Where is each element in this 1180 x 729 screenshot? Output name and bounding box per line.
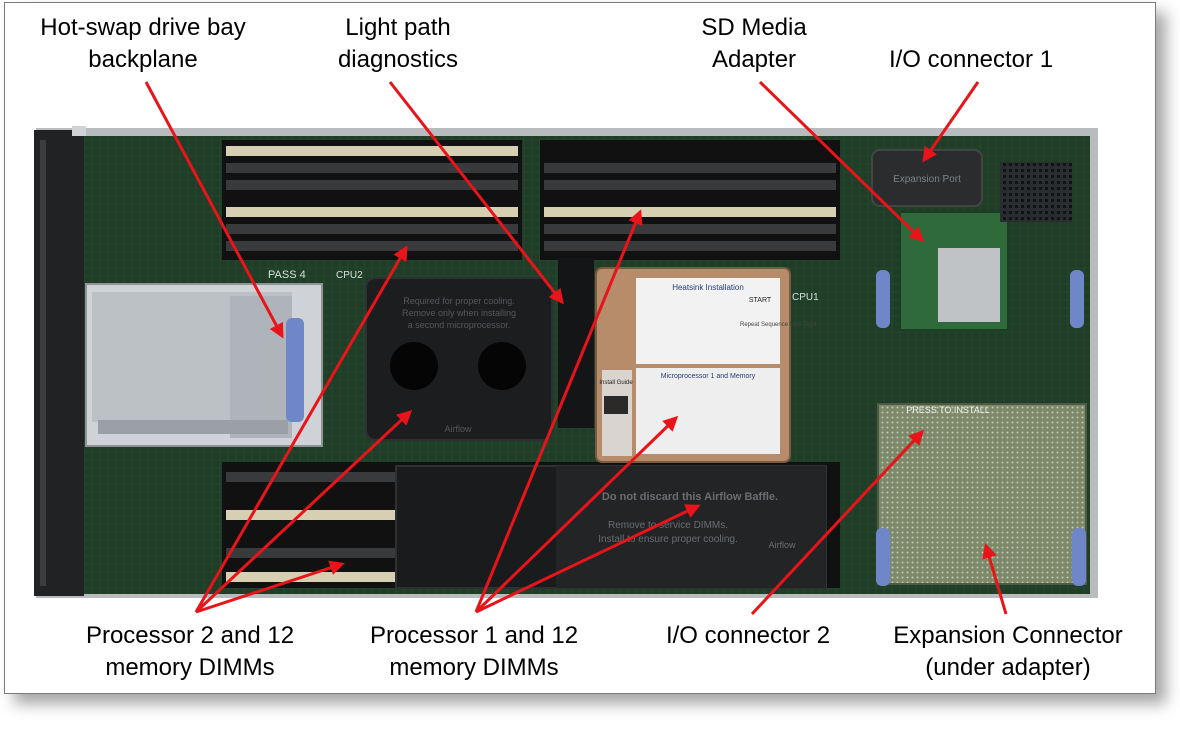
arrow-io2 — [750, 429, 925, 616]
silk-press-to-install: PRESS TO INSTALL — [906, 405, 990, 415]
arrow-proc1-b — [474, 415, 679, 614]
label-proc2: Processor 2 and 12 memory DIMMs — [70, 620, 310, 684]
label-sdmedia-line1: SD Media — [701, 14, 807, 41]
label-proc2-line1: Processor 2 and 12 — [85, 622, 295, 649]
label-lightpath-line2: diagnostics — [337, 46, 459, 73]
label-proc2-line2: memory DIMMs — [105, 654, 275, 681]
label-sdmedia: SD Media Adapter — [684, 12, 824, 76]
label-expansion: Expansion Connector (under adapter) — [878, 620, 1138, 684]
baffle-dimm-text-3: Install to ensure proper cooling. — [598, 534, 738, 545]
heatsink-start: START — [749, 297, 772, 304]
baffle-dimm-text-2: Remove to service DIMMs. — [608, 520, 728, 531]
board-photo — [34, 126, 1098, 598]
arrow-proc1-c — [475, 504, 701, 614]
dimm-airflow-baffle — [395, 465, 827, 589]
baffle-cpu2-text-3: a second microprocessor. — [408, 320, 511, 330]
silk-pass: PASS 4 — [268, 269, 306, 281]
arrow-sdmedia — [758, 80, 925, 243]
label-lightpath: Light path diagnostics — [318, 12, 478, 76]
heatsink-title: Heatsink Installation — [672, 283, 744, 292]
heatsink-repeat: Repeat Sequence Until Tight — [740, 322, 817, 328]
silk-cpu2: CPU2 — [336, 270, 363, 281]
arrow-proc1-a — [474, 209, 643, 613]
expansion-adapter-card — [877, 403, 1087, 585]
heatsink-install-guide: Install Guide — [599, 380, 633, 386]
cpu1-dimm-bank-top — [540, 140, 840, 260]
arrow-hotswap — [144, 81, 284, 339]
latch-right — [1070, 270, 1084, 328]
label-lightpath-line1: Light path — [345, 14, 451, 41]
callout-arrows — [144, 80, 1008, 616]
label-io2-line1: I/O connector 2 — [665, 622, 831, 649]
cpu1-heatsink — [595, 267, 791, 463]
arrow-expansion — [982, 543, 1008, 615]
label-hotswap-line1: Hot-swap drive bay — [40, 14, 246, 41]
label-expansion-line1: Expansion Connector — [893, 622, 1123, 649]
baffle-cpu2-text-1: Required for proper cooling. — [403, 296, 515, 306]
drive-latch — [286, 318, 304, 422]
latch-right-lower — [1072, 528, 1086, 586]
label-hotswap: Hot-swap drive bay backplane — [28, 12, 258, 76]
arrow-proc2-c — [195, 560, 345, 614]
cpu2-dimm-bank-top — [222, 140, 522, 260]
label-io2: I/O connector 2 — [650, 620, 846, 652]
silk-expansion-port: Expansion Port — [893, 174, 961, 185]
label-sdmedia-line2: Adapter — [711, 46, 797, 73]
label-io1: I/O connector 1 — [876, 44, 1066, 76]
hot-swap-drive-bay — [85, 283, 323, 447]
label-hotswap-line2: backplane — [88, 46, 198, 73]
latch-left-lower — [876, 528, 890, 586]
label-expansion-line2: (under adapter) — [925, 654, 1091, 681]
sd-media-adapter-card — [899, 211, 1009, 331]
label-proc1: Processor 1 and 12 memory DIMMs — [354, 620, 594, 684]
arrow-lightpath — [388, 81, 564, 305]
cpu2-airflow-baffle — [365, 277, 553, 441]
baffle-cpu2-text-2: Remove only when installing — [402, 308, 516, 318]
baffle-dimm-airflow: Airflow — [768, 540, 796, 550]
arrow-io1 — [922, 81, 980, 163]
heatsink-micro-title: Microprocessor 1 and Memory — [661, 373, 756, 380]
baffle-cpu2-airflow: Airflow — [444, 424, 472, 434]
arrow-proc2-a — [194, 245, 408, 613]
silk-cpu1: CPU1 — [792, 292, 819, 303]
label-proc1-line1: Processor 1 and 12 — [369, 622, 579, 649]
label-proc1-line2: memory DIMMs — [389, 654, 559, 681]
baffle-dimm-text-1: Do not discard this Airflow Baffle. — [602, 491, 778, 503]
latch-left — [876, 270, 890, 328]
io-connector-1 — [1000, 162, 1072, 222]
arrow-proc2-b — [194, 409, 413, 614]
label-io1-line1: I/O connector 1 — [888, 46, 1054, 73]
